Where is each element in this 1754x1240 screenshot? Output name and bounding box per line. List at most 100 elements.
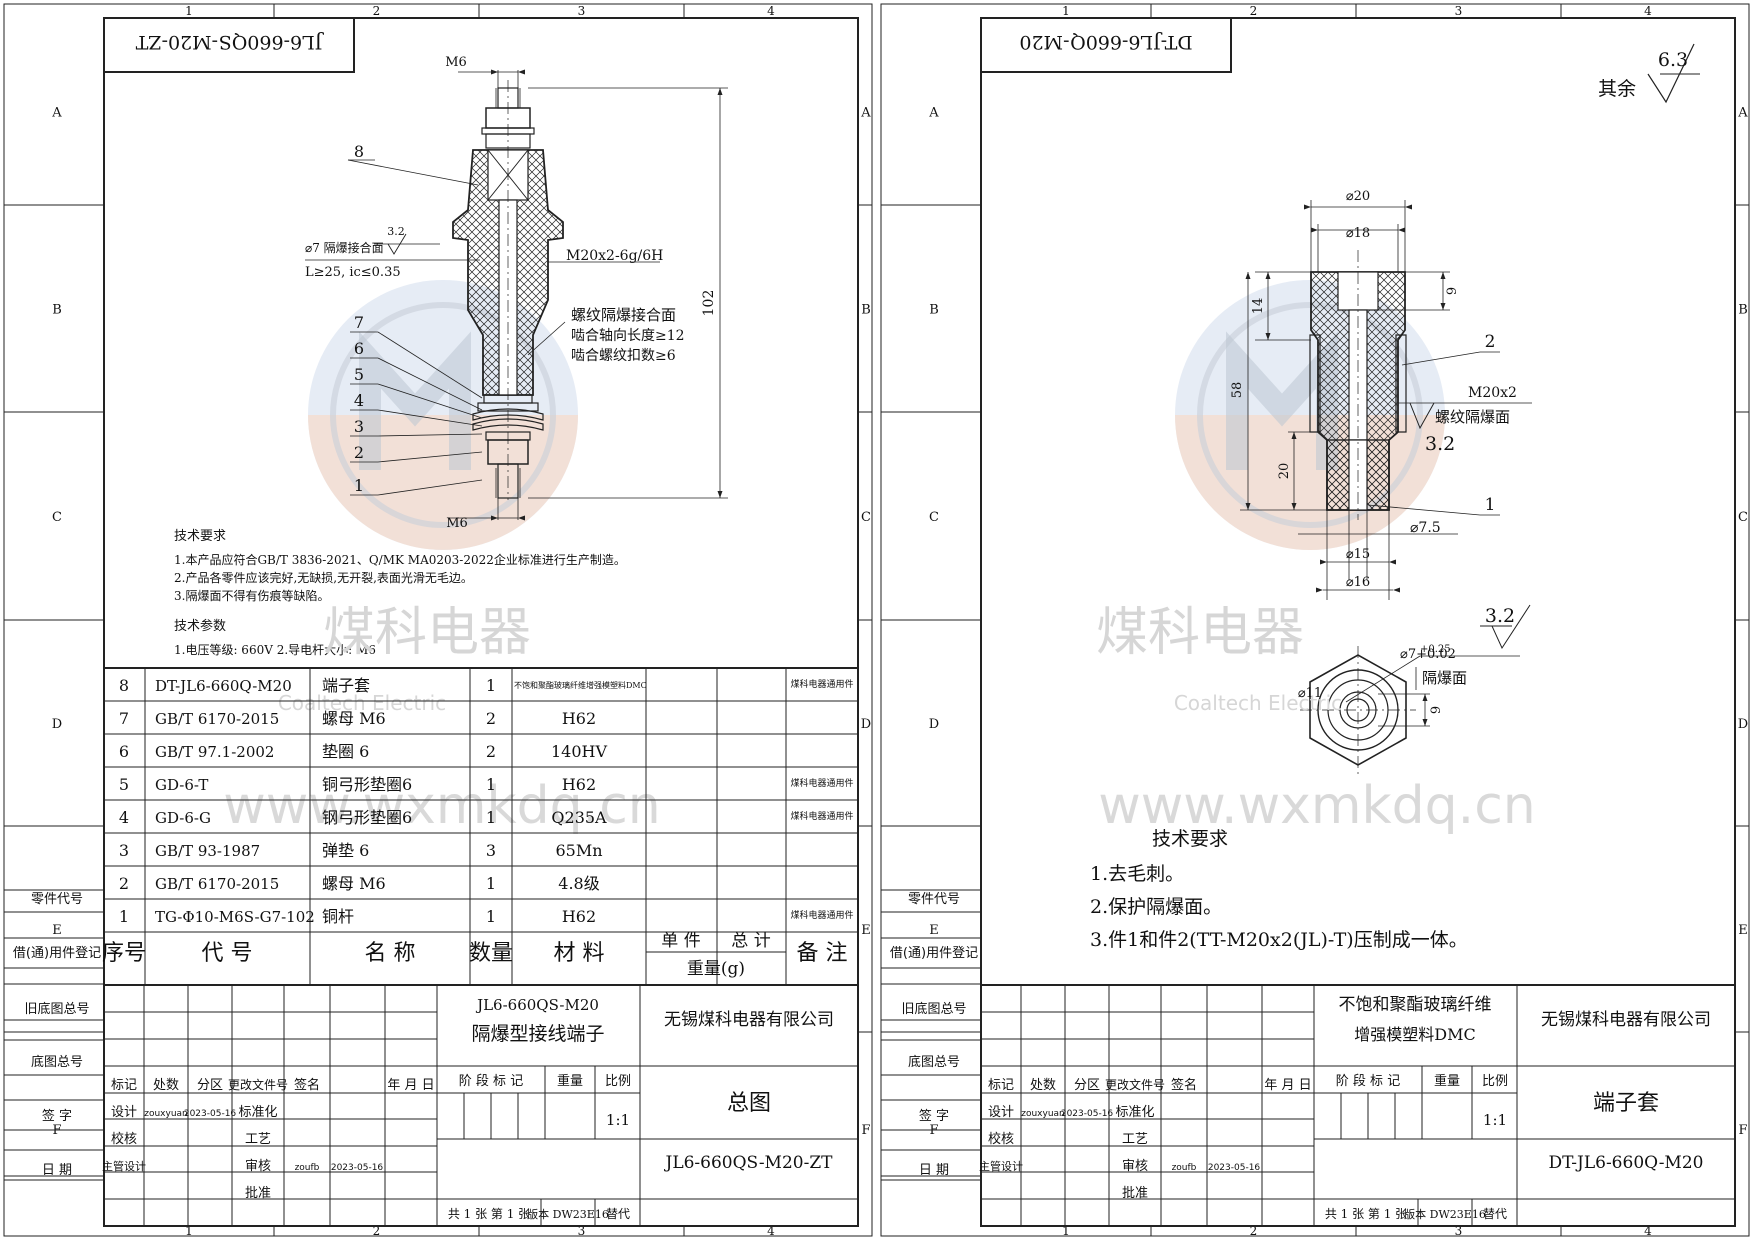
tech-req-title: 技术要求	[174, 529, 226, 544]
watermark-brand-en: Coaltech Electric	[278, 691, 446, 715]
dim-m6-top: M6	[445, 55, 467, 70]
title-label: 共 1 张 第 1 张	[448, 1207, 530, 1221]
registration-label: 日 期	[42, 1163, 72, 1178]
title-label: 审核	[1122, 1159, 1148, 1174]
zone-row-label: A	[928, 106, 939, 121]
code-stamp-box	[103, 17, 355, 73]
bom-cell-note: 煤科电器通用件	[790, 777, 853, 789]
dim-9-side: 9	[1429, 706, 1444, 714]
zone-row-label: B	[861, 303, 871, 318]
copper-bow-washer-5	[472, 408, 544, 421]
zone-row-label: B	[1738, 303, 1748, 318]
zone-row-label: C	[1738, 510, 1748, 525]
title-label: 标记	[988, 1078, 1014, 1093]
registration-label: 签 字	[42, 1108, 72, 1124]
title-label: 标准化	[1115, 1105, 1154, 1120]
dimension-arrow	[717, 88, 723, 95]
leader-line	[1401, 351, 1481, 366]
bom-cell-material: H62	[562, 775, 596, 794]
leader-line	[377, 357, 483, 411]
dimension-arrow	[1320, 559, 1327, 565]
bom-cell-code: GB/T 97.1-2002	[155, 743, 274, 761]
bom-cell-no: 3	[119, 841, 129, 860]
bom-cell-material: H62	[562, 709, 596, 728]
dim-9: 9	[1445, 287, 1460, 295]
title-label: 分区	[197, 1078, 223, 1093]
zone-col-label: 2	[1250, 4, 1258, 18]
bom-cell-no: 5	[119, 775, 129, 794]
dim-d20: ⌀20	[1346, 189, 1370, 204]
zone-row-label: C	[52, 510, 62, 525]
thread-note: 啮合螺纹扣数≥6	[571, 348, 676, 364]
dim-d15: ⌀15	[1346, 547, 1370, 562]
callout-6: 6	[354, 339, 364, 358]
thread-spec: M20x2-6g/6H	[566, 248, 663, 264]
title-label: 处数	[1030, 1078, 1056, 1093]
code-stamp-text: DT-JL6-660Q-M20	[1019, 31, 1192, 53]
zone-col-label: 4	[1644, 1224, 1652, 1238]
flame-face-label: 隔爆面	[1422, 669, 1467, 687]
callout-4: 4	[354, 391, 364, 410]
zone-row-label: C	[929, 510, 939, 525]
product-code: JL6-660QS-M20	[475, 996, 599, 1014]
watermark-brand: 煤科电器	[1096, 603, 1304, 663]
company-name: 无锡煤科电器有限公司	[1541, 1010, 1711, 1030]
drawing-name: 总图	[727, 1091, 771, 1116]
bom-cell-name: 钢弓形垫圈6	[322, 808, 412, 827]
dia7-label: ⌀7 隔爆接合面	[305, 240, 384, 255]
bom-cell-no: 1	[119, 907, 129, 926]
leader-line	[527, 321, 566, 356]
callout-2: 2	[1485, 332, 1496, 352]
title-label: 校核	[111, 1131, 137, 1147]
registration-label: 底图总号	[908, 1054, 960, 1070]
reviewer-name: zoufb	[295, 1163, 320, 1173]
title-label: 阶 段 标 记	[459, 1074, 523, 1089]
leader-line	[377, 409, 483, 427]
zone-row-label: A	[860, 106, 871, 121]
bom-cell-no: 7	[119, 709, 129, 728]
dimension-arrow	[518, 515, 525, 521]
dimension-arrow	[1316, 587, 1323, 593]
bom-cell-no: 6	[119, 742, 129, 761]
metal-insert	[1309, 334, 1407, 433]
thread-note: 啮合轴向长度≥12	[571, 328, 685, 344]
roughness-other: 其余	[1598, 78, 1636, 100]
registration-label: 旧底图总号	[901, 1001, 966, 1017]
bom-header-no: 序号	[102, 941, 146, 966]
roughness-value: 6.3	[1658, 49, 1688, 71]
company-name: 无锡煤科电器有限公司	[664, 1010, 834, 1030]
code-stamp-text: JL6-660QS-M20-ZT	[135, 31, 324, 53]
dim-m6-bottom: M6	[446, 516, 468, 531]
zone-col-label: 2	[373, 1224, 381, 1238]
bom-header-qty: 数量	[469, 941, 513, 966]
tech-req-line: 1.去毛刺。	[1090, 863, 1184, 885]
bom-cell-name: 铜弓形垫圈6	[322, 775, 412, 794]
tech-req-line: 1.本产品应符合GB/T 3836-2021、Q/MK MA0203-2022企…	[174, 552, 626, 567]
dimension-arrow	[1304, 204, 1311, 210]
title-label: 标记	[111, 1078, 137, 1093]
title-label: 年 月 日	[1264, 1078, 1311, 1093]
roughness-value: 3.2	[1425, 433, 1455, 455]
leader-line	[377, 331, 483, 399]
dimension-arrow	[1265, 272, 1271, 279]
bom-cell-qty: 1	[486, 907, 496, 926]
title-label: 设计	[988, 1105, 1014, 1120]
title-label: 比例	[605, 1074, 631, 1089]
drawing-code: DT-JL6-660Q-M20	[1549, 1153, 1704, 1173]
registration-label: 零件代号	[31, 892, 83, 907]
zone-row-label: E	[929, 923, 939, 938]
dimension-arrow	[1311, 227, 1318, 233]
title-label: 工艺	[245, 1132, 271, 1147]
watermark-url: www.wxmkdq.cn	[223, 776, 661, 836]
leader-line	[1367, 504, 1481, 516]
title-label: 重量	[1434, 1073, 1460, 1089]
bom-cell-code: GB/T 93-1987	[155, 842, 260, 860]
title-label: 批准	[1122, 1186, 1148, 1201]
tech-param-line: 1.电压等级: 660V 2.导电杆大小: M6	[174, 643, 376, 657]
bom-cell-material: 不饱和聚酯玻璃纤维增强模塑料DMC	[514, 680, 647, 690]
title-label: 审核	[245, 1159, 271, 1174]
tech-req-line: 3.隔爆面不得有伤痕等缺陷。	[174, 588, 329, 603]
callout-8: 8	[354, 142, 364, 161]
